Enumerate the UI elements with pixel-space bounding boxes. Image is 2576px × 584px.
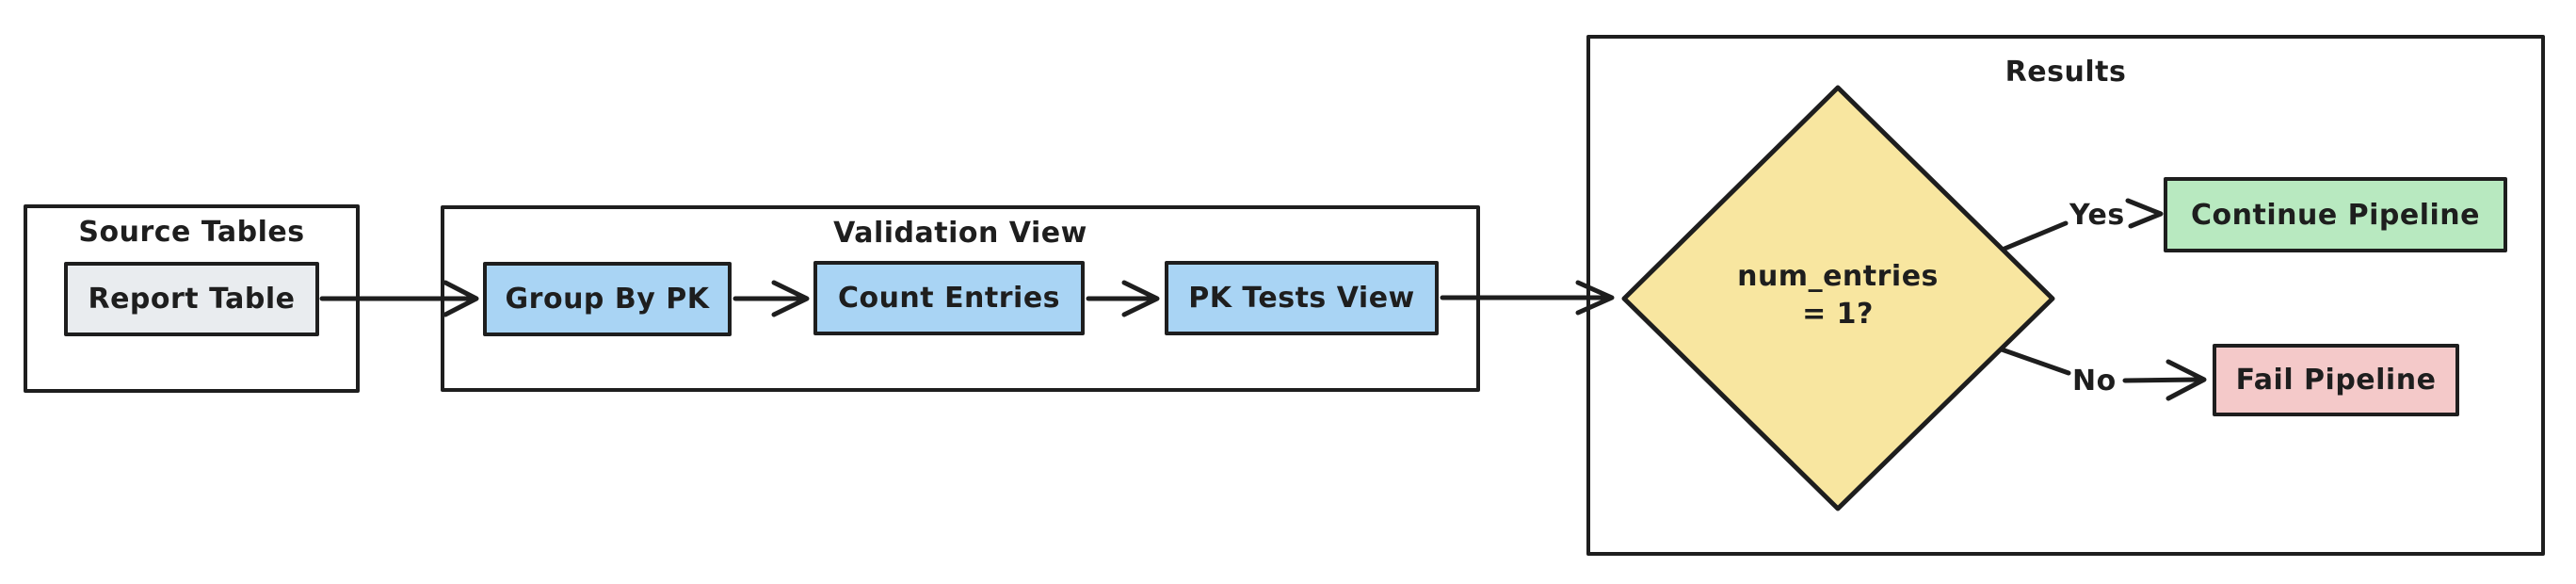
no-edge-label: No — [2072, 365, 2117, 397]
pk-tests-view-label: PK Tests View — [1188, 282, 1415, 315]
fail-pipeline-label: Fail Pipeline — [2235, 364, 2437, 397]
continue-pipeline-label: Continue Pipeline — [2191, 198, 2480, 232]
decision-label-line2: = 1? — [1802, 298, 1874, 331]
decision-label: num_entries = 1? — [1673, 258, 2003, 333]
decision-label-line1: num_entries — [1737, 260, 1939, 293]
continue-pipeline-node: Continue Pipeline — [2164, 177, 2507, 252]
count-entries-label: Count Entries — [837, 282, 1061, 315]
source-tables-group: Source Tables — [24, 204, 360, 393]
fail-pipeline-node: Fail Pipeline — [2213, 344, 2459, 416]
yes-edge-label: Yes — [2069, 199, 2125, 232]
group-by-pk-node: Group By PK — [483, 262, 732, 336]
report-table-label: Report Table — [88, 283, 296, 316]
group-by-pk-label: Group By PK — [505, 283, 710, 316]
source-tables-title: Source Tables — [78, 216, 305, 249]
report-table-node: Report Table — [64, 262, 319, 336]
validation-view-title: Validation View — [833, 217, 1087, 250]
results-title: Results — [2004, 56, 2127, 89]
count-entries-node: Count Entries — [813, 261, 1085, 335]
pk-tests-view-node: PK Tests View — [1165, 261, 1439, 335]
